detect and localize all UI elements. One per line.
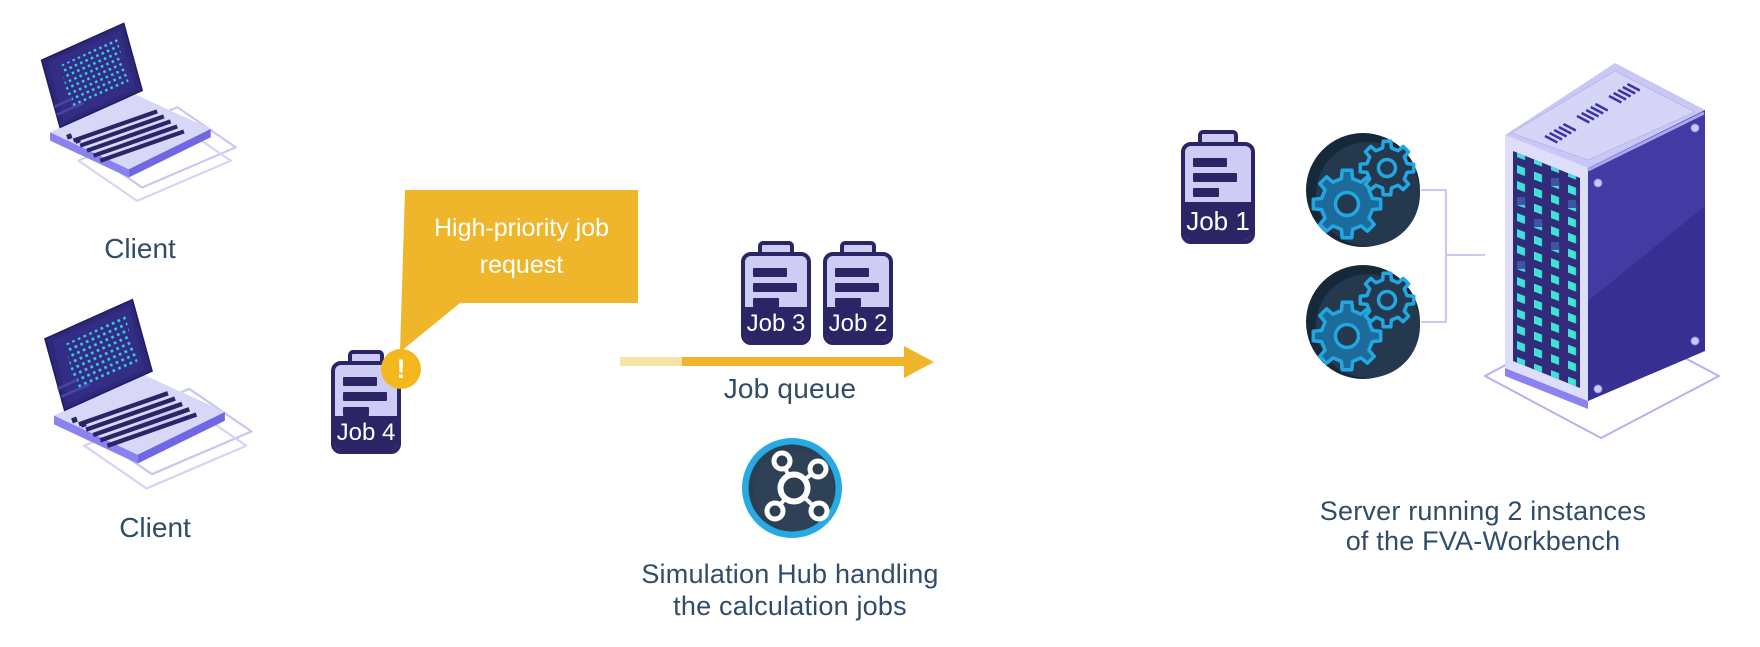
connector-line xyxy=(1421,321,1447,323)
clipboard-icon: Job 2 xyxy=(823,252,893,345)
connector-line xyxy=(1421,189,1447,191)
server-icon xyxy=(1484,63,1720,439)
job-label: Job 3 xyxy=(745,307,807,341)
bubble-line-1: High-priority job xyxy=(433,213,610,242)
queue-arrow-icon xyxy=(682,357,904,366)
connector-line xyxy=(1445,254,1485,256)
queue-arrow-head xyxy=(904,346,934,378)
clipboard-lines xyxy=(335,365,397,416)
job-label: Job 1 xyxy=(1185,202,1251,240)
job-card: Job 2 xyxy=(823,241,893,345)
clipboard-lines xyxy=(1185,146,1251,197)
clipboard-icon: Job 1 xyxy=(1181,142,1255,244)
queue-label: Job queue xyxy=(723,373,857,404)
laptop-icon xyxy=(35,5,240,206)
server-caption: Server running 2 instances of the FVA-Wo… xyxy=(1283,496,1683,556)
server-caption-line-2: of the FVA-Workbench xyxy=(1345,526,1621,556)
client-label: Client xyxy=(119,512,191,543)
job-label: Job 2 xyxy=(827,307,889,341)
job-card: Job 3 xyxy=(741,241,811,345)
job-label: Job 4 xyxy=(335,416,397,450)
connector-line xyxy=(1445,189,1447,323)
gears-icon xyxy=(1305,132,1421,248)
job-card: Job 1 xyxy=(1181,130,1255,244)
gears-icon xyxy=(1305,264,1421,380)
hub-caption-line-2: the calculation jobs xyxy=(673,591,907,621)
speech-bubble xyxy=(400,190,638,352)
client-label: Client xyxy=(104,233,176,264)
hub-caption: Simulation Hub handling the calculation … xyxy=(590,558,990,622)
hub-icon xyxy=(742,438,842,538)
clipboard-icon: Job 3 xyxy=(741,252,811,345)
clipboard-lines xyxy=(827,256,889,307)
server-caption-line-1: Server running 2 instances xyxy=(1319,496,1647,526)
laptop-icon xyxy=(38,280,256,494)
bubble-text: High-priority job request xyxy=(405,190,638,303)
hub-caption-line-1: Simulation Hub handling xyxy=(641,559,939,589)
clipboard-lines xyxy=(745,256,807,307)
warning-badge-icon: ! xyxy=(381,349,421,389)
job-card: Job 4 ! xyxy=(331,349,421,454)
queue-arrow-tail xyxy=(620,357,682,366)
bubble-line-2: request xyxy=(479,250,564,279)
